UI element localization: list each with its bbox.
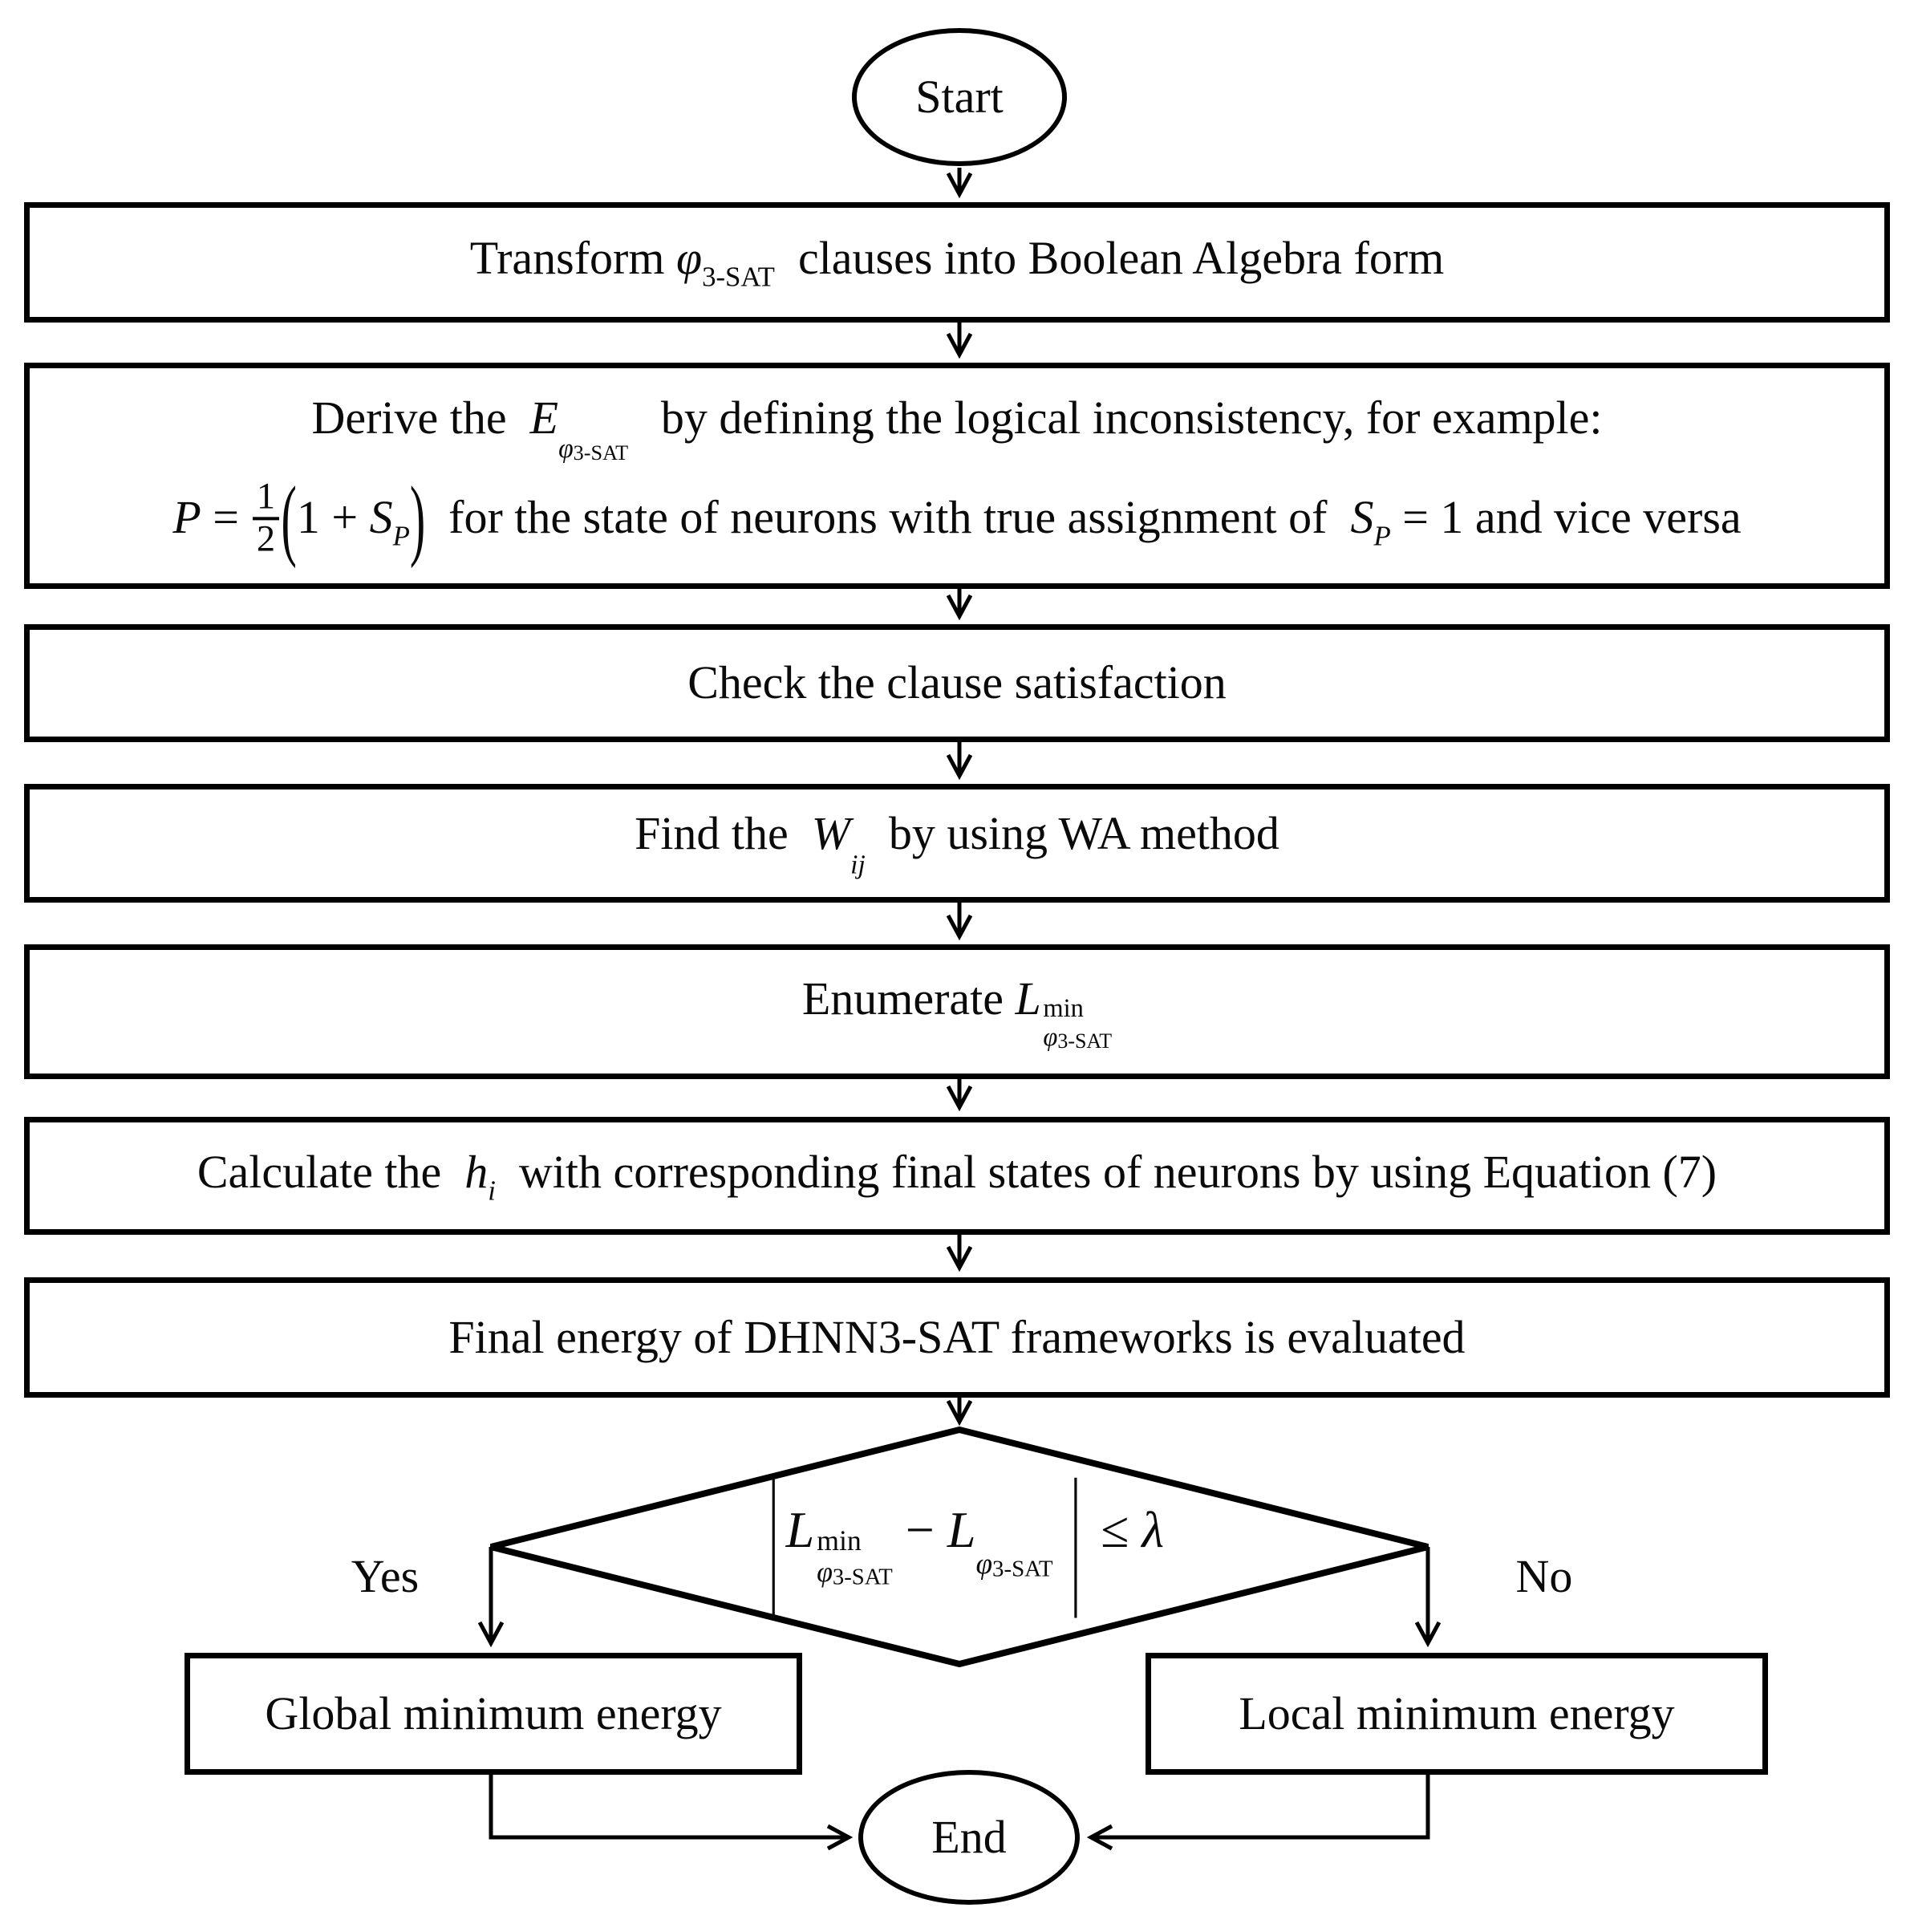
node-start: Start [852,28,1067,166]
derive-l2-t2: = 1 and vice versa [1390,490,1742,543]
node-check-clause: Check the clause satisfaction [24,624,1890,742]
derive-P: P [172,490,201,543]
enumerate-phi: φ [1043,1023,1058,1053]
label-no: No [1456,1544,1632,1609]
derive-E-sub-sat: 3-SAT [573,441,629,465]
node-global-minimum: Global minimum energy [185,1653,802,1775]
decision-L1-phi: φ [817,1556,833,1589]
node-transform-clauses: Transform φ3-SAT clauses into Boolean Al… [24,202,1890,323]
derive-E-sub-phi: φ [558,433,574,464]
decision-bar-left: | [768,1447,779,1619]
calculate-h: h [464,1145,489,1198]
enumerate-L-sub: φ3-SAT [1043,1023,1113,1053]
decision-L1: L [785,1501,815,1559]
node-final-energy: Final energy of DHNN3-SAT frameworks is … [24,1277,1890,1398]
decision-L2-sat: 3-SAT [991,1556,1053,1582]
find-text: Find the Wij by using WA method [635,805,1279,882]
yes-text: Yes [351,1549,420,1602]
decision-lambda: λ [1142,1501,1165,1559]
derive-E-sub: φ3-SAT [558,433,629,465]
node-calculate-field: Calculate the hi with corresponding fina… [24,1117,1890,1235]
transform-phi-sub: 3-SAT [702,262,775,294]
start-label: Start [915,70,1004,123]
find-W: W [811,806,851,859]
transform-text: Transform φ3-SAT clauses into Boolean Al… [470,229,1445,294]
transform-t2: clauses into Boolean Algebra form [774,232,1445,285]
derive-body: 1 + [296,490,370,543]
node-derive-energy: Derive the Eφ3-SAT by defining the logic… [24,363,1890,589]
decision-L2-phi: φ [975,1548,992,1581]
node-end: End [858,1770,1080,1905]
check-label: Check the clause satisfaction [687,656,1227,709]
derive-l1-t2: by defining the logical inconsistency, f… [637,391,1603,444]
label-yes: Yes [297,1544,473,1609]
find-W-sub: ij [850,850,866,880]
derive-E: E [529,391,559,444]
node-find-weights: Find the Wij by using WA method [24,784,1890,903]
end-label: End [931,1810,1007,1863]
calculate-h-sub: i [488,1175,496,1207]
decision-L1-sup: min [817,1524,862,1557]
enumerate-L: L [1015,972,1041,1025]
no-text: No [1515,1549,1573,1602]
decision-leq: ≤ [1088,1501,1142,1559]
transform-t1: Transform [469,232,676,285]
derive-frac-num: 1 [256,476,276,518]
decision-L1-sat: 3-SAT [832,1564,893,1590]
derive-line1: Derive the Eφ3-SAT by defining the logic… [311,389,1602,467]
derive-rparen: ) [409,467,426,570]
calculate-t1: Calculate the [197,1145,465,1198]
derive-lparen: ( [281,467,297,570]
node-local-minimum: Local minimum energy [1146,1653,1768,1775]
derive-l2-t1: for the state of neurons with true assig… [425,490,1351,543]
calculate-t2: with corresponding final states of neuro… [495,1145,1717,1198]
decision-L2: L [947,1501,976,1559]
derive-S-sub: P [392,520,410,552]
transform-phi: φ [675,232,703,285]
decision-L2-sub: φ3-SAT [975,1548,1052,1581]
enumerate-t1: Enumerate [801,972,1016,1025]
decision-minus: − [892,1501,947,1559]
final-energy-label: Final energy of DHNN3-SAT frameworks is … [448,1310,1466,1363]
enumerate-sat: 3-SAT [1057,1029,1113,1053]
calculate-text: Calculate the hi with corresponding fina… [197,1143,1717,1208]
find-t2: by using WA method [865,806,1279,859]
global-minimum-label: Global minimum energy [265,1686,722,1739]
find-t1: Find the [635,806,812,859]
decision-bar-right: | [1070,1447,1081,1619]
derive-S2-sub: P [1373,520,1391,552]
local-minimum-label: Local minimum energy [1239,1686,1675,1739]
path-global-to-end [489,1775,854,1851]
derive-frac-den: 2 [253,516,279,559]
derive-S2: S [1350,490,1374,543]
decision-diamond-shape [490,1426,1429,1668]
enumerate-L-sup: min [1043,994,1084,1024]
derive-S: S [369,490,393,543]
decision-L1-sub: φ3-SAT [817,1556,893,1590]
path-local-to-end [1086,1775,1430,1851]
derive-eq: = [201,490,251,543]
derive-l1-t1: Derive the [311,391,530,444]
